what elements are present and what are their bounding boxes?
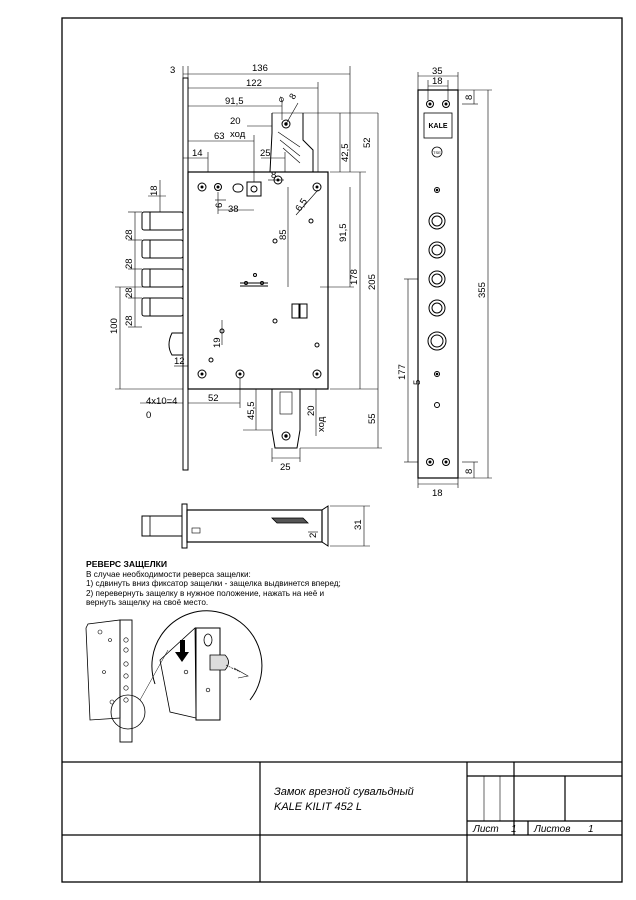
sheet-value: 1 [511, 824, 517, 835]
bottom-tab [271, 389, 301, 449]
faceplate-dim-8-bottom: 8 [464, 469, 475, 474]
sheets-label: Листов [533, 824, 570, 835]
dim-28-c: 28 [124, 287, 135, 298]
dimension-labels: 3 136 122 91,5 8 ⌀ 20 63 ход 14 25 42,5 … [109, 63, 488, 538]
side-view [141, 503, 370, 549]
dimension-lines [115, 66, 382, 462]
dim-20-top: 20 [230, 116, 241, 127]
latch [168, 332, 183, 356]
faceplate-dim-35: 35 [432, 66, 443, 77]
notes-line-1: В случае необходимости реверса защелки: [86, 569, 251, 579]
faceplate-holes [426, 100, 450, 466]
lock-body [187, 171, 329, 390]
faceplate-strip [417, 89, 459, 479]
dim-63: 63 [214, 131, 225, 142]
dim-8-mid: 8 [271, 170, 276, 181]
dim-19-dia: 19 [212, 337, 223, 348]
faceplate-logo: KALE [428, 123, 447, 130]
dim-20-bottom: 20 [306, 405, 317, 416]
notes-title: РЕВЕРС ЗАЩЕЛКИ [86, 559, 168, 569]
dim-28-a: 28 [124, 229, 135, 240]
top-tab [269, 113, 314, 173]
label-hod-top: ход [230, 129, 246, 140]
dim-6: 6 [214, 203, 225, 208]
bottom-screw-hole [281, 431, 291, 441]
bolt-2 [141, 239, 184, 259]
title-block [62, 761, 622, 882]
dim-14: 14 [192, 148, 203, 159]
dia-symbol-top: ⌀ [275, 94, 287, 104]
mini-lock-body [85, 619, 121, 721]
faceplate-dim-18-top: 18 [432, 76, 443, 87]
dim-6-5-dia: 6,5 [293, 197, 310, 214]
side-dim-31: 31 [353, 519, 364, 530]
bolt-1 [141, 211, 184, 231]
dim-178: 178 [349, 269, 360, 285]
dim-55: 55 [367, 413, 378, 424]
dim-100: 100 [109, 318, 120, 334]
dim-18-dia: 18 [149, 185, 160, 196]
down-arrow-icon [175, 640, 189, 662]
notes-line-4: вернуть защелку на своё место. [86, 598, 209, 607]
product-name-line1: Замок врезной сувальдный [274, 786, 414, 798]
dim-91-5-top: 91,5 [225, 96, 244, 107]
side-body [186, 509, 323, 543]
front-faceplate [182, 77, 189, 471]
notes-line-2: 1) сдвинуть вниз фиксатор защелки - заще… [86, 579, 341, 588]
dim-45-5: 45,5 [246, 402, 257, 421]
faceplate-logo-box [423, 112, 453, 139]
dim-3: 3 [170, 65, 175, 76]
side-bolt [141, 515, 183, 537]
label-hod-bottom: ход [316, 416, 327, 432]
dim-12: 12 [174, 356, 185, 367]
dim-8-dia-top: 8 [287, 92, 298, 101]
detail-circle-small [110, 694, 146, 730]
dim-52-right: 52 [362, 137, 373, 148]
dim-52-bottom: 52 [208, 393, 219, 404]
mini-lock-faceplate [119, 619, 133, 743]
sheet-label: Лист [472, 824, 499, 835]
dim-122: 122 [246, 78, 262, 89]
detail-circle-large [151, 610, 263, 701]
product-name-line2: KALE KILIT 452 L [274, 801, 362, 813]
bolts [141, 211, 184, 317]
dim-4x10: 4x10=4 [146, 396, 177, 407]
dim-38: 38 [228, 204, 239, 215]
top-screw-hole [281, 119, 291, 129]
bolt-4 [141, 297, 184, 317]
dim-136: 136 [252, 63, 268, 74]
dim-28-d: 28 [124, 315, 135, 326]
notes-line-3: 2) перевернуть защелку в нужное положени… [86, 588, 325, 598]
body-holes [197, 175, 322, 379]
sheets-value: 1 [588, 824, 594, 835]
dim-0: 0 [146, 410, 151, 421]
dim-25-top: 25 [260, 148, 271, 159]
dim-205: 205 [367, 274, 378, 290]
side-faceplate [181, 503, 188, 549]
dim-28-b: 28 [124, 258, 135, 269]
faceplate-dim-8-top: 8 [464, 95, 475, 100]
faceplate-dim-355: 355 [477, 282, 488, 298]
dim-42-5: 42,5 [340, 144, 351, 163]
svg-text:TSE: TSE [433, 150, 441, 155]
dim-91-5-right: 91,5 [338, 224, 349, 243]
latch-reverse-notes: РЕВЕРС ЗАЩЕЛКИ В случае необходимости ре… [86, 559, 386, 608]
sheet-frame [61, 17, 623, 883]
faceplate-dim-5: 5 [412, 380, 423, 385]
dim-25-bottom: 25 [280, 462, 291, 473]
faceplate-emblem [431, 146, 443, 158]
latch-reverse-illustration [85, 610, 263, 743]
faceplate-dim-18-bottom: 18 [432, 488, 443, 499]
lock-front-view [115, 66, 382, 471]
dim-85: 85 [278, 229, 289, 240]
faceplate-dim-177: 177 [397, 364, 408, 380]
side-dim-2: 2 [308, 533, 319, 538]
faceplate-view: TSE [404, 72, 492, 488]
bolt-3 [141, 268, 184, 288]
faceplate-dimension-lines [404, 72, 492, 488]
